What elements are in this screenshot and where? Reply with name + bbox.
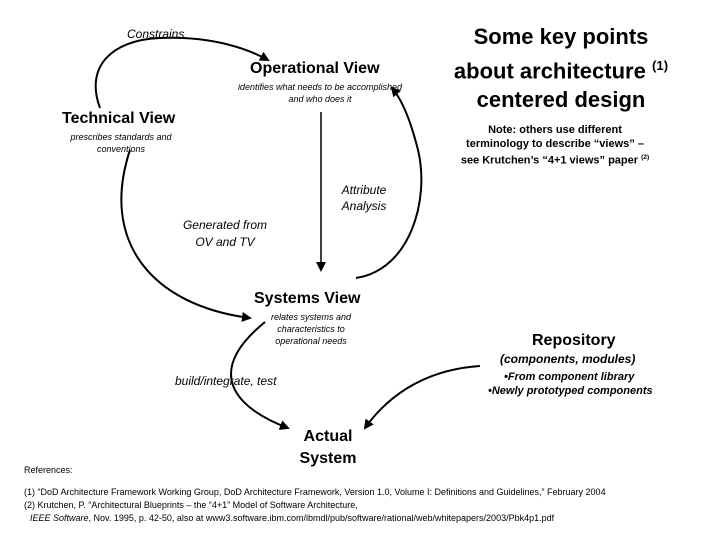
note-footnote: (2) — [641, 154, 650, 161]
reference-2: (2) Krutchen, P. “Architectural Blueprin… — [24, 500, 358, 510]
title-line-2: about architecture (1) — [453, 58, 669, 84]
slide-title: Some key points about architecture (1) c… — [426, 22, 696, 114]
technical-view-desc: prescribes standards and conventions — [70, 132, 172, 154]
systems-view-title: Systems View — [254, 290, 361, 307]
note-text: Note: others use different terminology t… — [460, 124, 650, 167]
reference-3: IEEE Software, Nov. 1995, p. 42-50, also… — [30, 513, 555, 523]
repository-subtitle: (components, modules) — [500, 352, 636, 366]
build-integrate-arrow — [230, 321, 290, 430]
operational-view-desc: identifies what needs to be accomplished… — [237, 82, 403, 104]
systems-view-desc: relates systems and characteristics to o… — [270, 312, 352, 346]
build-integrate-label: build/integrate, test — [175, 374, 277, 388]
title-line-1: Some key points — [473, 24, 649, 49]
operational-view-title: Operational View — [250, 60, 380, 77]
title-footnote: (1) — [651, 58, 669, 73]
repository-arrow — [363, 365, 481, 430]
title-line-3: centered design — [476, 87, 646, 113]
repository-title: Repository — [532, 332, 616, 349]
references-label: References: — [24, 465, 73, 475]
actual-system-label: Actual System — [299, 428, 357, 467]
generated-from-label: Generated from OV and TV — [182, 218, 268, 249]
list-item: From component library — [488, 370, 688, 384]
constrains-label: Constrains — [127, 27, 185, 41]
reference-1: (1) “DoD Architecture Framework Working … — [24, 487, 606, 497]
attribute-analysis-label: Attribute Analysis — [341, 183, 387, 213]
attribute-analysis-arrow — [355, 86, 423, 279]
repository-items: From component library Newly prototyped … — [488, 370, 688, 398]
generated-from-arrow — [120, 149, 252, 322]
list-item: Newly prototyped components — [488, 384, 688, 398]
constrains-arrow — [94, 36, 270, 109]
technical-view-title: Technical View — [62, 110, 176, 127]
